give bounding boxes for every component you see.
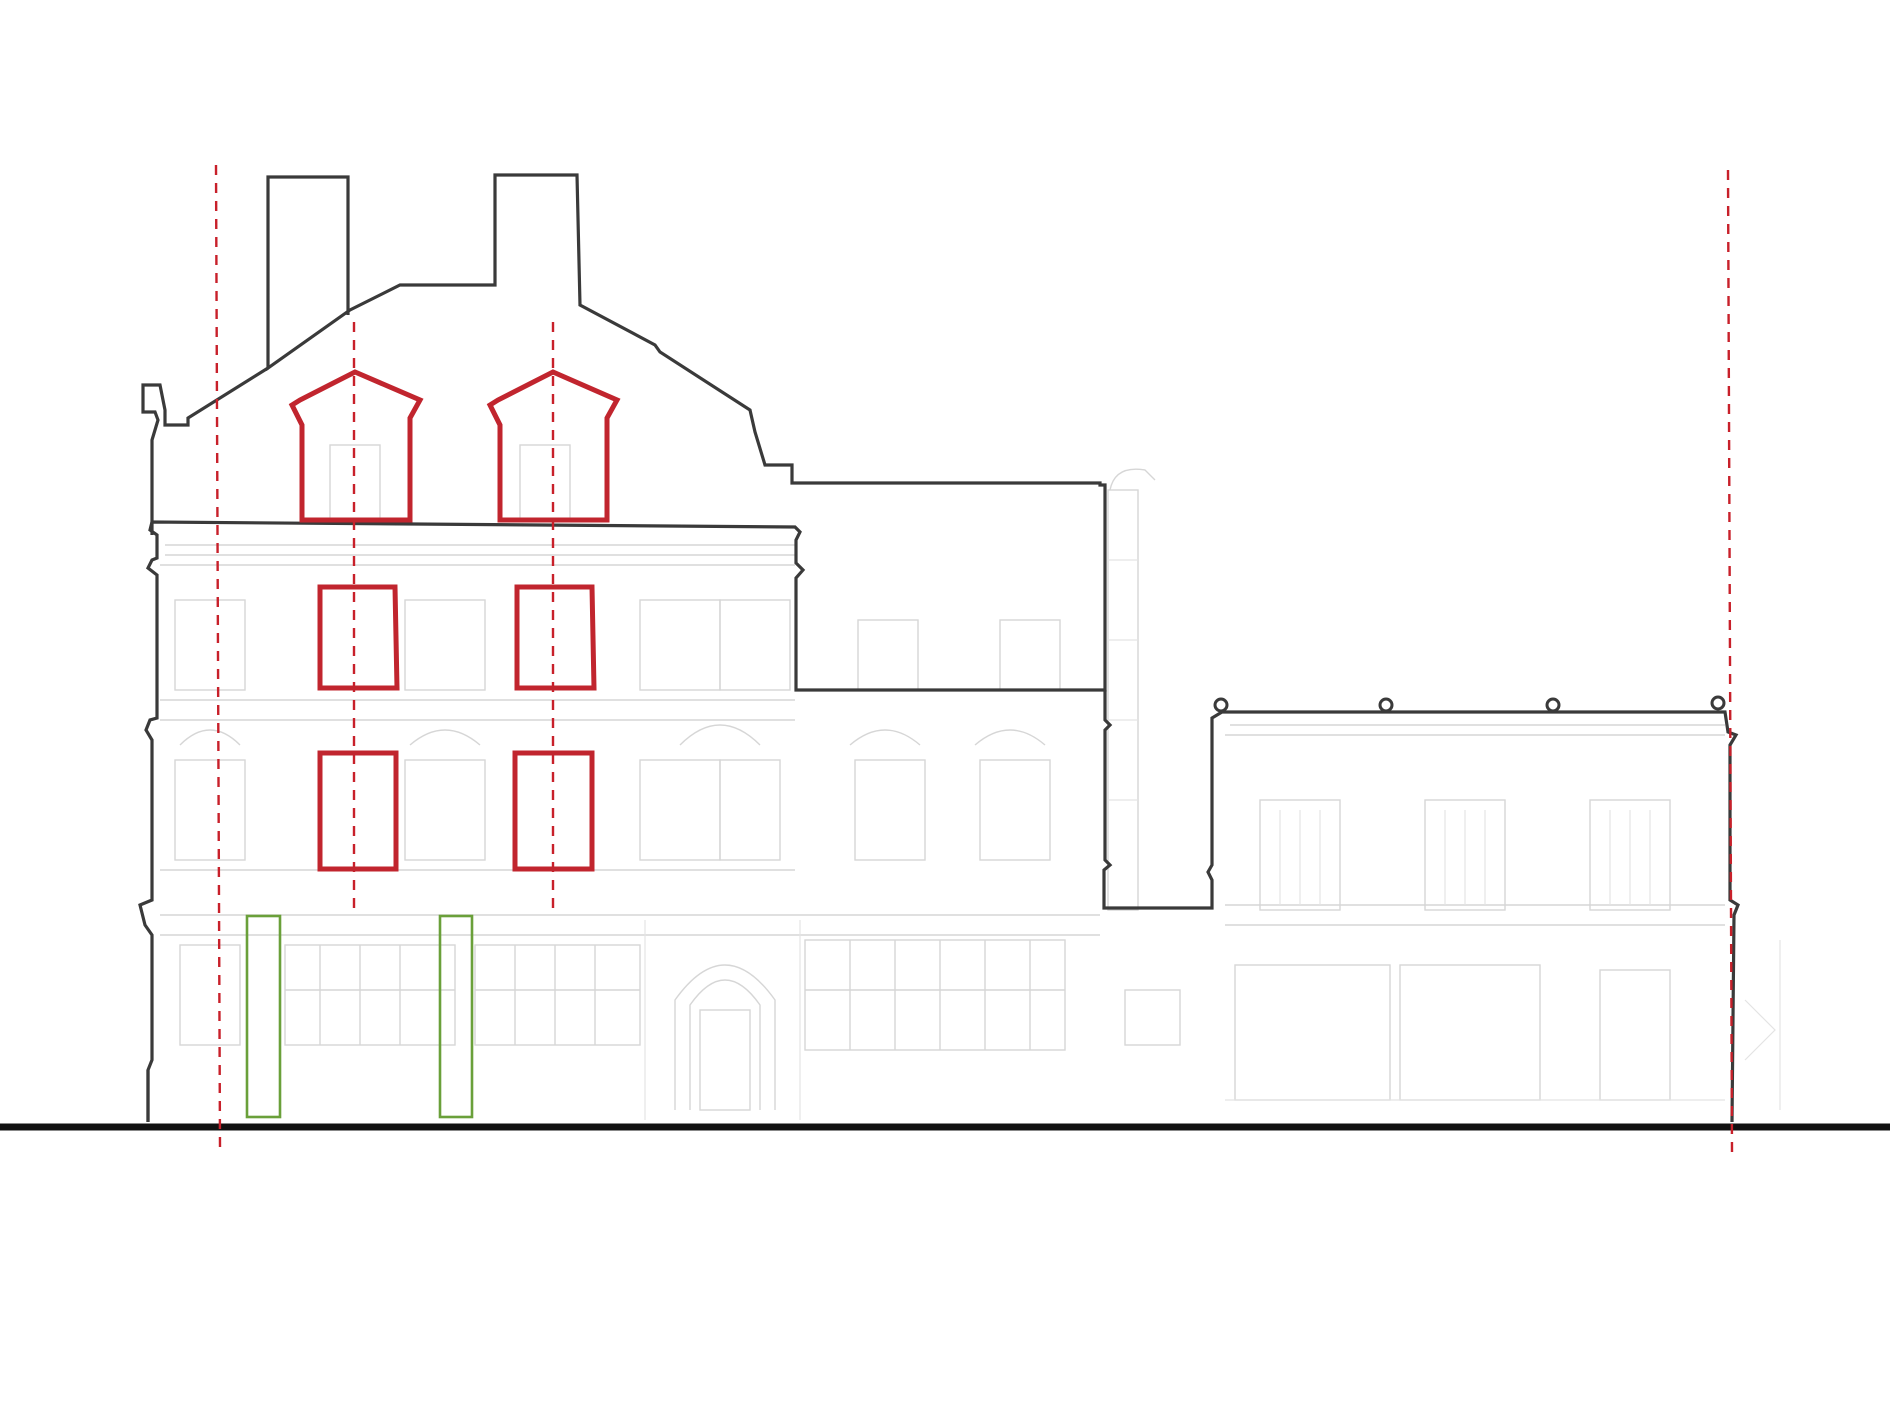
highlighted-windows <box>288 369 621 872</box>
building-outlines <box>138 173 1740 1123</box>
axis-lines <box>214 164 1734 1153</box>
door-left <box>245 914 282 1119</box>
window-third-floor-left <box>317 584 400 691</box>
roof-finials <box>1213 695 1726 713</box>
window-second-floor-left <box>317 750 399 872</box>
door-right <box>438 914 474 1119</box>
right-building-outline <box>1102 690 1740 1123</box>
highlighted-doors <box>245 914 474 1119</box>
finial <box>1213 697 1229 713</box>
main-building-outline <box>138 173 1107 1122</box>
axis-line-left-boundary <box>214 164 222 1149</box>
finial <box>1378 697 1394 713</box>
dormer-window-right <box>486 369 621 523</box>
finial <box>1710 695 1726 711</box>
finial <box>1545 697 1561 713</box>
faint-facade-detail <box>160 444 1781 1120</box>
window-third-floor-right <box>514 584 597 691</box>
dormer-window-left <box>288 369 424 523</box>
axis-line-right-boundary <box>1726 169 1734 1153</box>
window-second-floor-right <box>512 750 595 872</box>
right-building-detail <box>1225 724 1781 1110</box>
